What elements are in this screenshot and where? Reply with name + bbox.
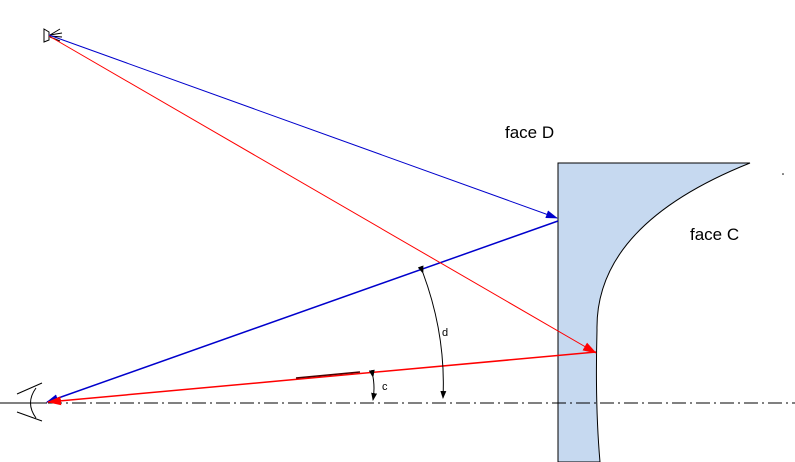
- stray-mark: [782, 173, 784, 175]
- blue-reflected-ray: [46, 220, 559, 403]
- angle-c-arc: [368, 369, 378, 401]
- angle-c-label: c: [382, 381, 388, 393]
- lens: [557, 162, 751, 462]
- face-d-label: face D: [505, 123, 554, 142]
- red-ray-dark-segment: [295, 371, 361, 379]
- blue-incident-ray: [48, 34, 558, 219]
- red-incident-ray: [48, 35, 597, 354]
- eye-icon: [0, 382, 47, 422]
- angle-d-label: d: [442, 327, 448, 339]
- face-c-label: face C: [690, 225, 739, 244]
- light-source-icon: [43, 28, 63, 43]
- red-reflected-ray: [47, 351, 597, 406]
- angle-d-arc: [417, 265, 447, 399]
